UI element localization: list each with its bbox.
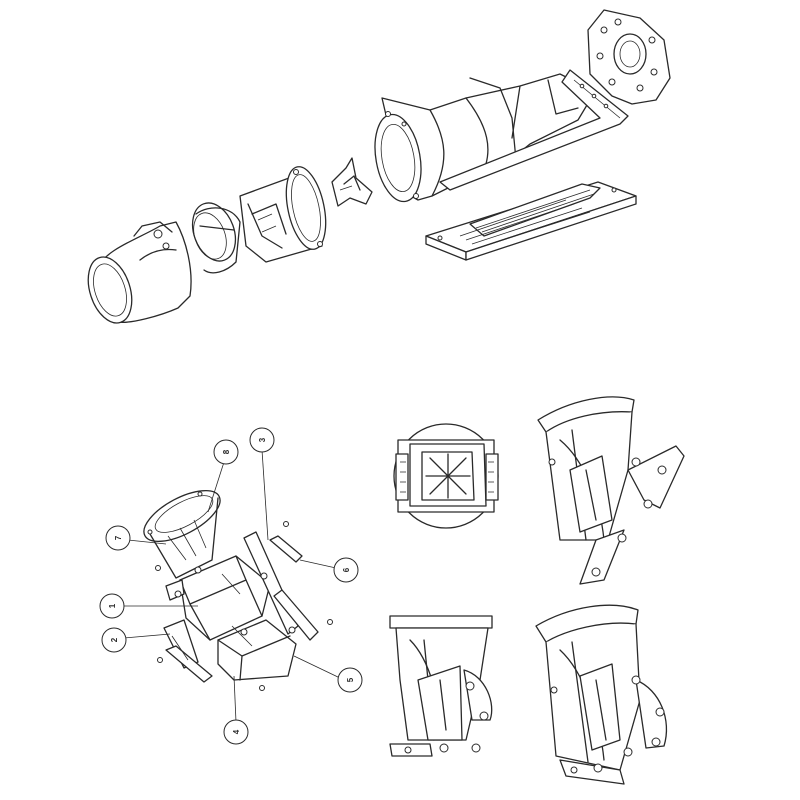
exploded-jet-drive-assembly [87,9,671,324]
callout-8: 8 [213,439,239,465]
pump-housing-part [239,166,327,263]
svg-text:8: 8 [222,449,231,454]
nozzle-body-part [165,555,271,641]
callout-3: 3 [249,427,275,453]
transom-plate-part [587,9,671,105]
svg-text:1: 1 [108,603,117,608]
side-bracket-part [163,619,213,683]
bell-flange-part [143,490,221,579]
side-view-bottom-middle [389,615,493,757]
callout-4: 4 [223,719,249,745]
callout-1: 1 [99,593,125,619]
reverse-bucket-part [217,619,297,681]
svg-text:5: 5 [346,677,355,682]
rear-view [393,423,499,529]
svg-text:6: 6 [342,567,351,572]
svg-text:3: 3 [258,437,267,442]
nozzle-part [87,221,192,324]
labeled-steering-assembly: 7 8 3 1 2 4 5 6 [99,427,363,745]
perspective-view-bottom-right [535,604,668,785]
svg-text:2: 2 [110,637,119,642]
svg-text:4: 4 [232,729,241,734]
linkage-arms-part [155,521,333,691]
callout-6: 6 [333,557,359,583]
impeller-part [331,157,373,207]
perspective-view-top-right [537,396,685,585]
stator-ring-part [191,202,241,274]
intake-duct-part [374,73,591,203]
mounting-frame-part [439,69,629,191]
svg-text:7: 7 [114,535,123,540]
callout-5: 5 [337,667,363,693]
intake-grate-part [425,181,637,261]
callout-2: 2 [101,627,127,653]
callout-7: 7 [105,525,131,551]
